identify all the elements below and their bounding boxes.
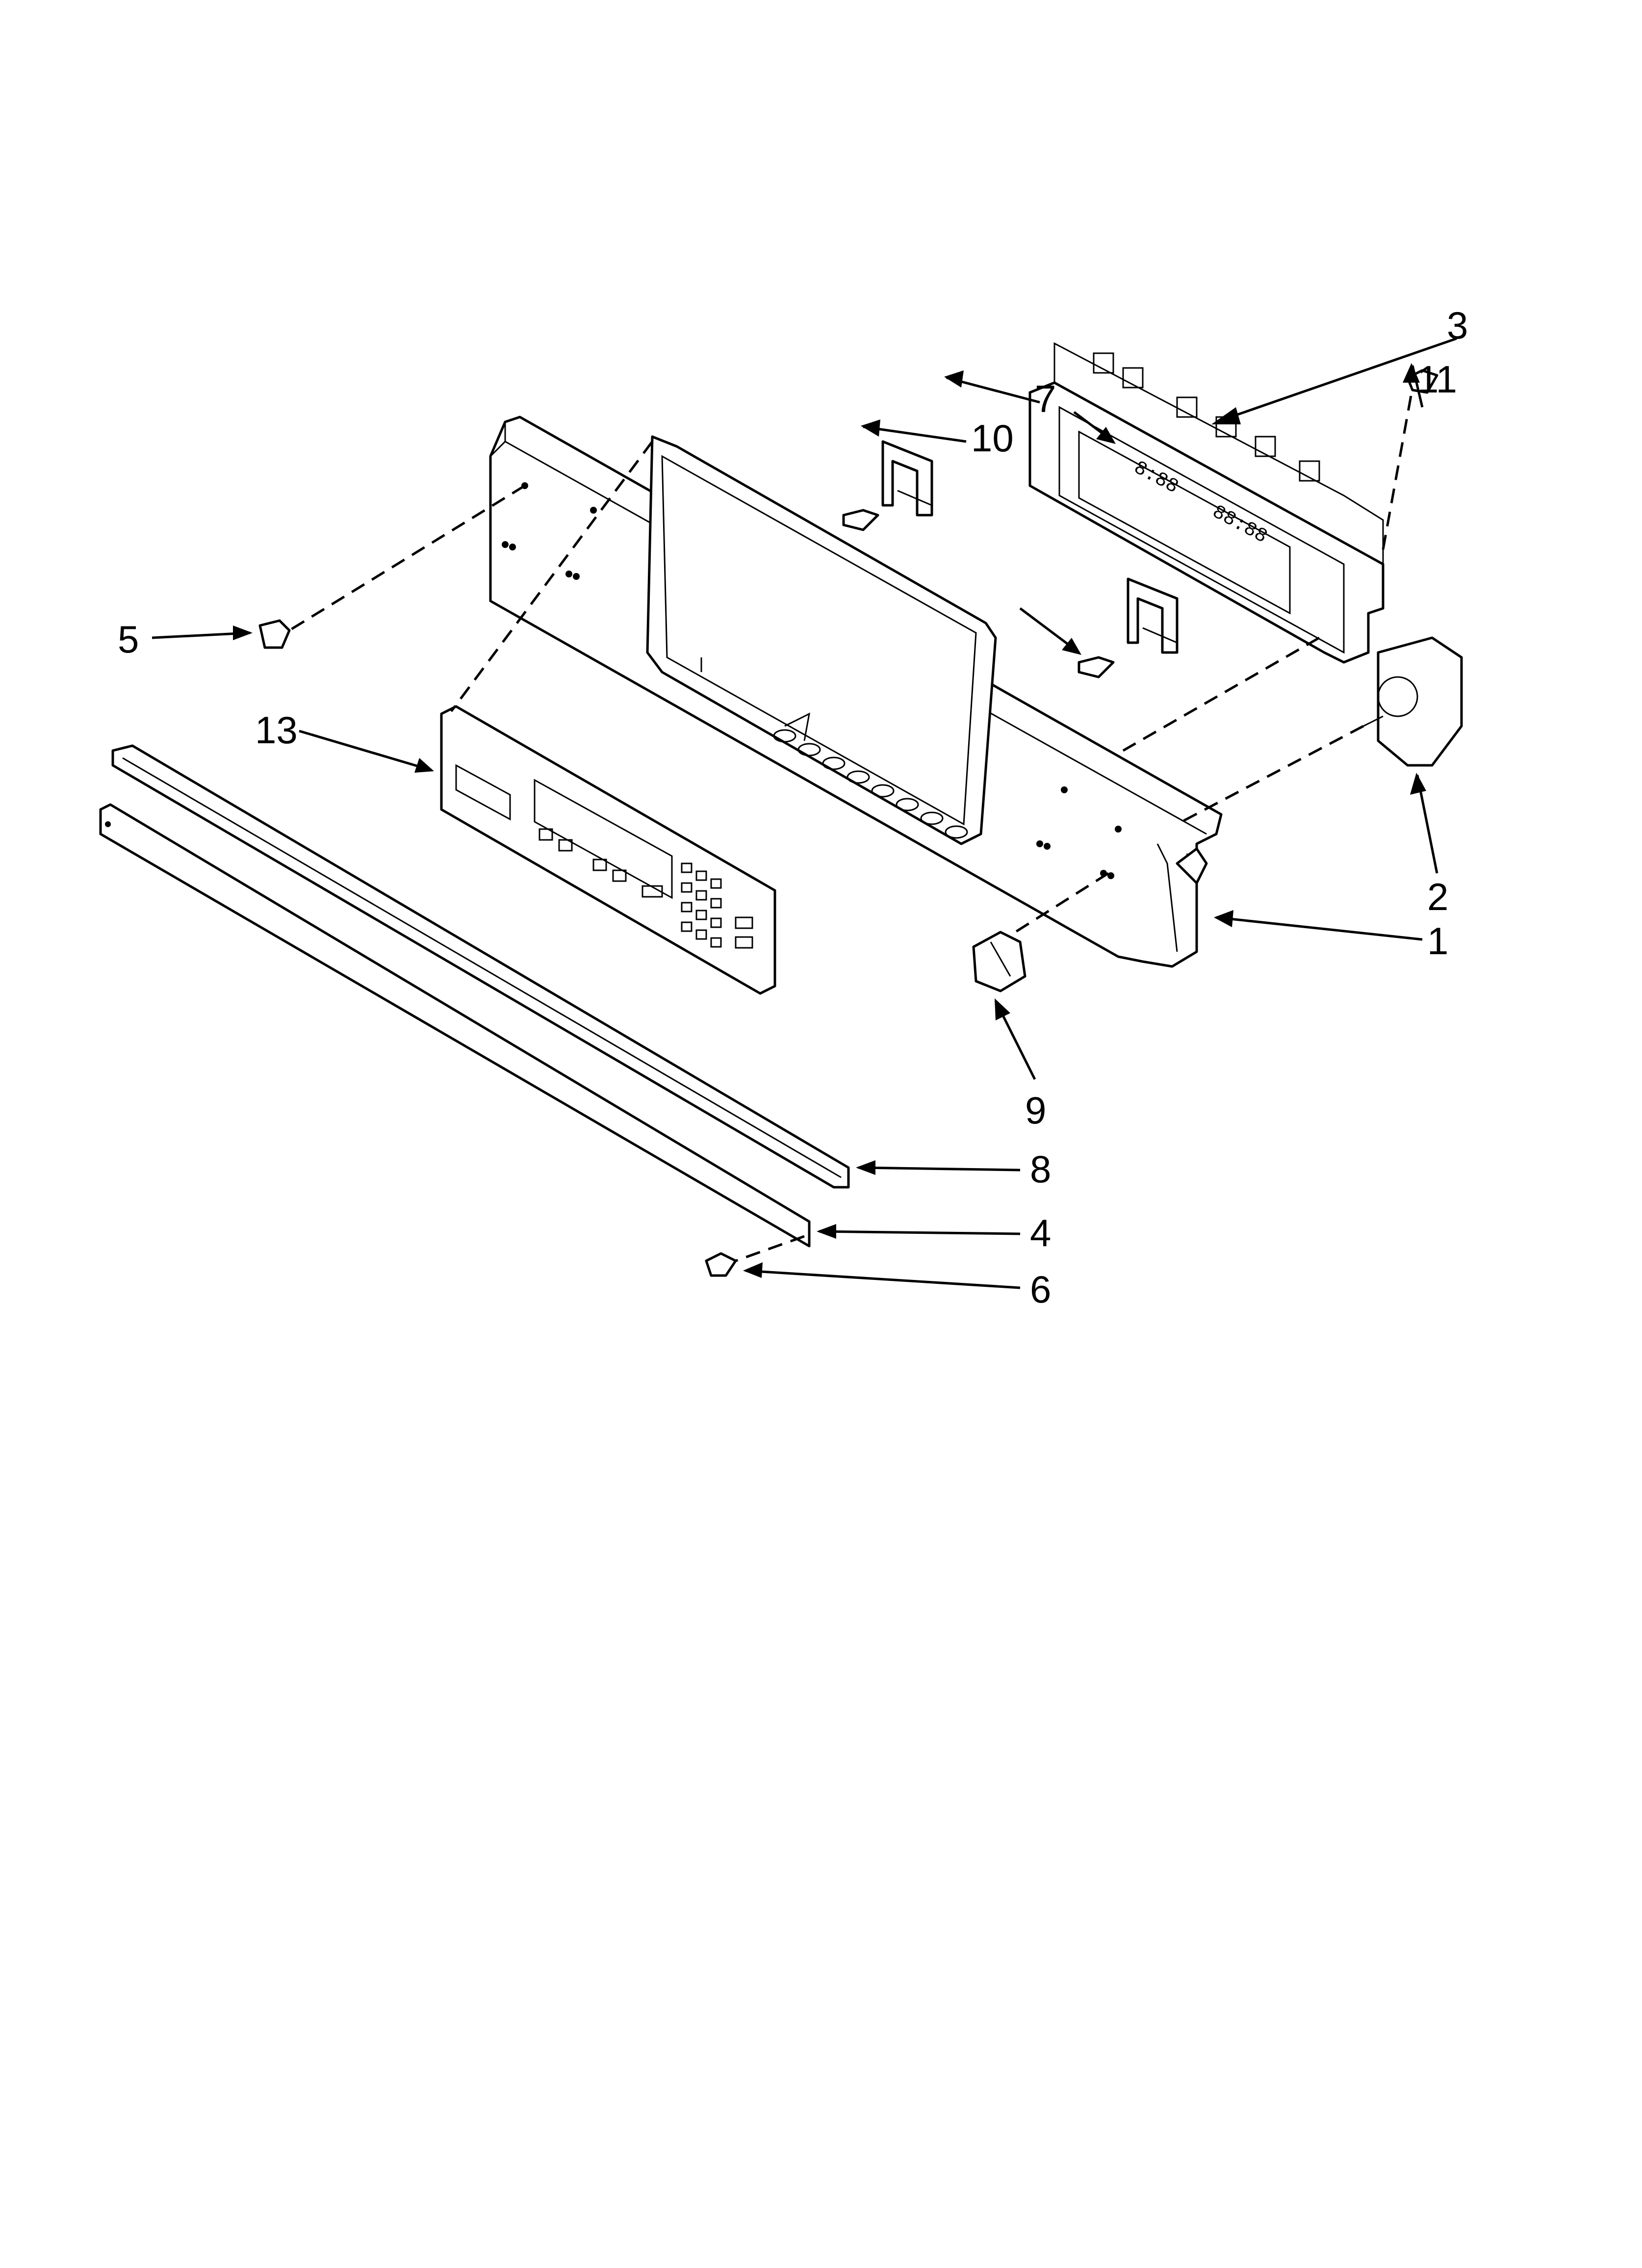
callout-10: 10 xyxy=(971,417,1014,460)
callout-9: 9 xyxy=(1025,1089,1046,1132)
callout-13: 13 xyxy=(255,708,298,752)
knob-part xyxy=(972,931,1026,992)
callout-6: 6 xyxy=(1030,1268,1051,1311)
callout-4: 4 xyxy=(1030,1211,1051,1254)
callout-5: 5 xyxy=(118,618,139,661)
trim-strip-part xyxy=(111,744,850,1189)
trim-screw-part xyxy=(705,1252,737,1277)
plug-button-part xyxy=(258,619,291,649)
mounting-bracket-lower xyxy=(1127,577,1179,654)
rotary-switch-part xyxy=(1363,636,1463,767)
control-panel-part xyxy=(489,416,1223,968)
touch-overlay-part xyxy=(440,705,776,995)
control-board-part: 8:88 88:88 xyxy=(1028,342,1385,664)
callout-labels: 3 11 7 10 5 13 2 1 9 8 4 6 xyxy=(118,304,1468,1311)
callout-7: 7 xyxy=(1035,377,1056,420)
callout-1: 1 xyxy=(1427,919,1448,963)
lower-trim-part xyxy=(99,803,811,1248)
leader-lines xyxy=(152,337,1457,1289)
assembly-lines xyxy=(288,387,1414,1262)
callout-11: 11 xyxy=(1417,358,1457,401)
callout-8: 8 xyxy=(1030,1147,1051,1191)
screw-lower xyxy=(1078,656,1115,678)
callout-2: 2 xyxy=(1427,875,1448,918)
mounting-bracket-upper xyxy=(881,440,933,517)
screw-upper xyxy=(842,509,879,531)
callout-3: 3 xyxy=(1447,304,1468,347)
